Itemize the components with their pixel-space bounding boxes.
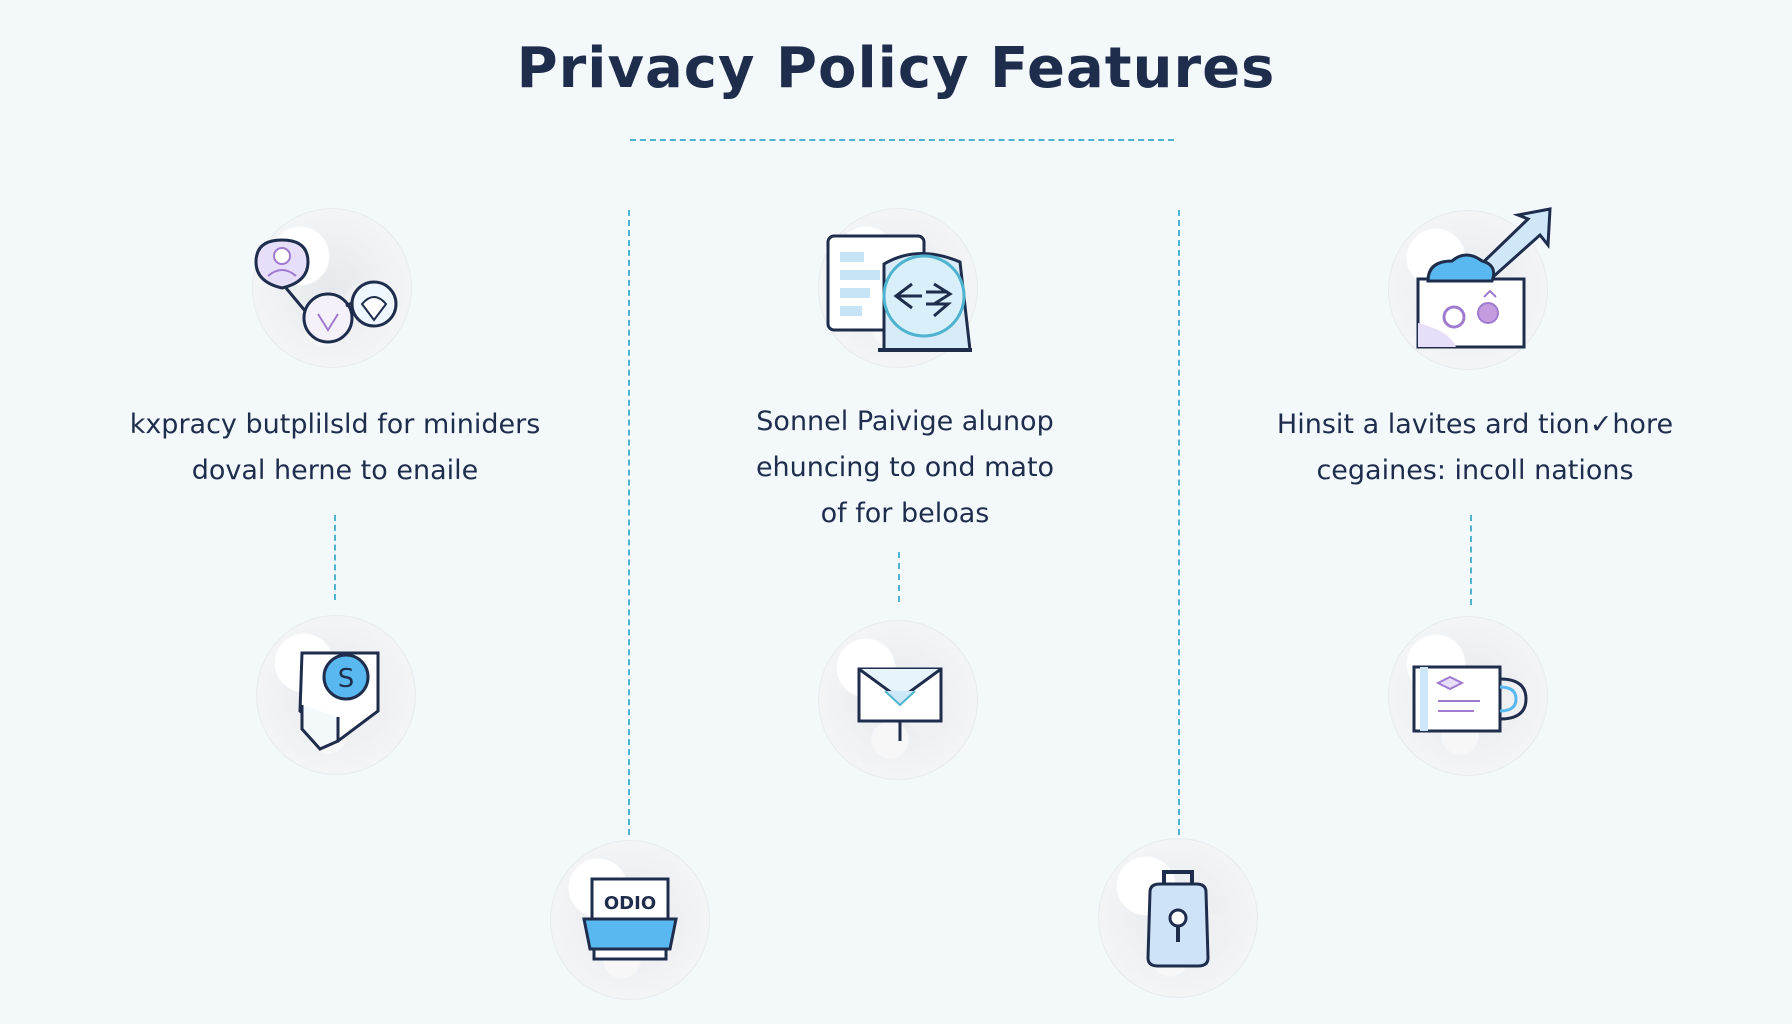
caption-line: cegaines: incoll nations <box>1316 455 1634 486</box>
feature-caption-1: kxpracy butplilsld for miniders doval he… <box>60 402 610 494</box>
caption-line: Hinsit a lavites ard tion✓hore <box>1276 409 1674 440</box>
feature-caption-2: Sonnel Paivige alunop ehuncing to ond ma… <box>630 399 1180 537</box>
caption-line: of for beloas <box>820 498 990 529</box>
page-title: Privacy Policy Features <box>516 36 1276 101</box>
padlock-icon <box>1146 870 1210 968</box>
caption-line: ehuncing to ond mato <box>755 452 1055 483</box>
cloud-export-icon <box>1416 207 1552 349</box>
envelope-icon <box>857 667 943 741</box>
people-connection-icon <box>254 238 398 344</box>
mug-icon <box>1412 665 1528 733</box>
card-label: ODIO <box>604 893 656 914</box>
shield-dollar-icon: S <box>298 651 380 751</box>
caption-line: kxpracy butplilsld for miniders <box>129 409 541 440</box>
document-transfer-icon <box>826 234 972 352</box>
feature-caption-3: Hinsit a lavites ard tion✓hore cegaines:… <box>1200 402 1750 494</box>
connector-short-1 <box>334 515 336 600</box>
caption-line: doval herne to enaile <box>191 455 479 486</box>
title-divider <box>630 139 1174 141</box>
connector-short-3 <box>1470 515 1472 605</box>
connector-line-left <box>628 210 630 835</box>
caption-line: Sonnel Paivige alunop <box>756 406 1054 437</box>
connector-short-2 <box>898 552 900 602</box>
id-card-printer-icon: ODIO <box>582 877 678 961</box>
connector-line-right <box>1178 210 1180 835</box>
svg-text:S: S <box>338 664 355 694</box>
